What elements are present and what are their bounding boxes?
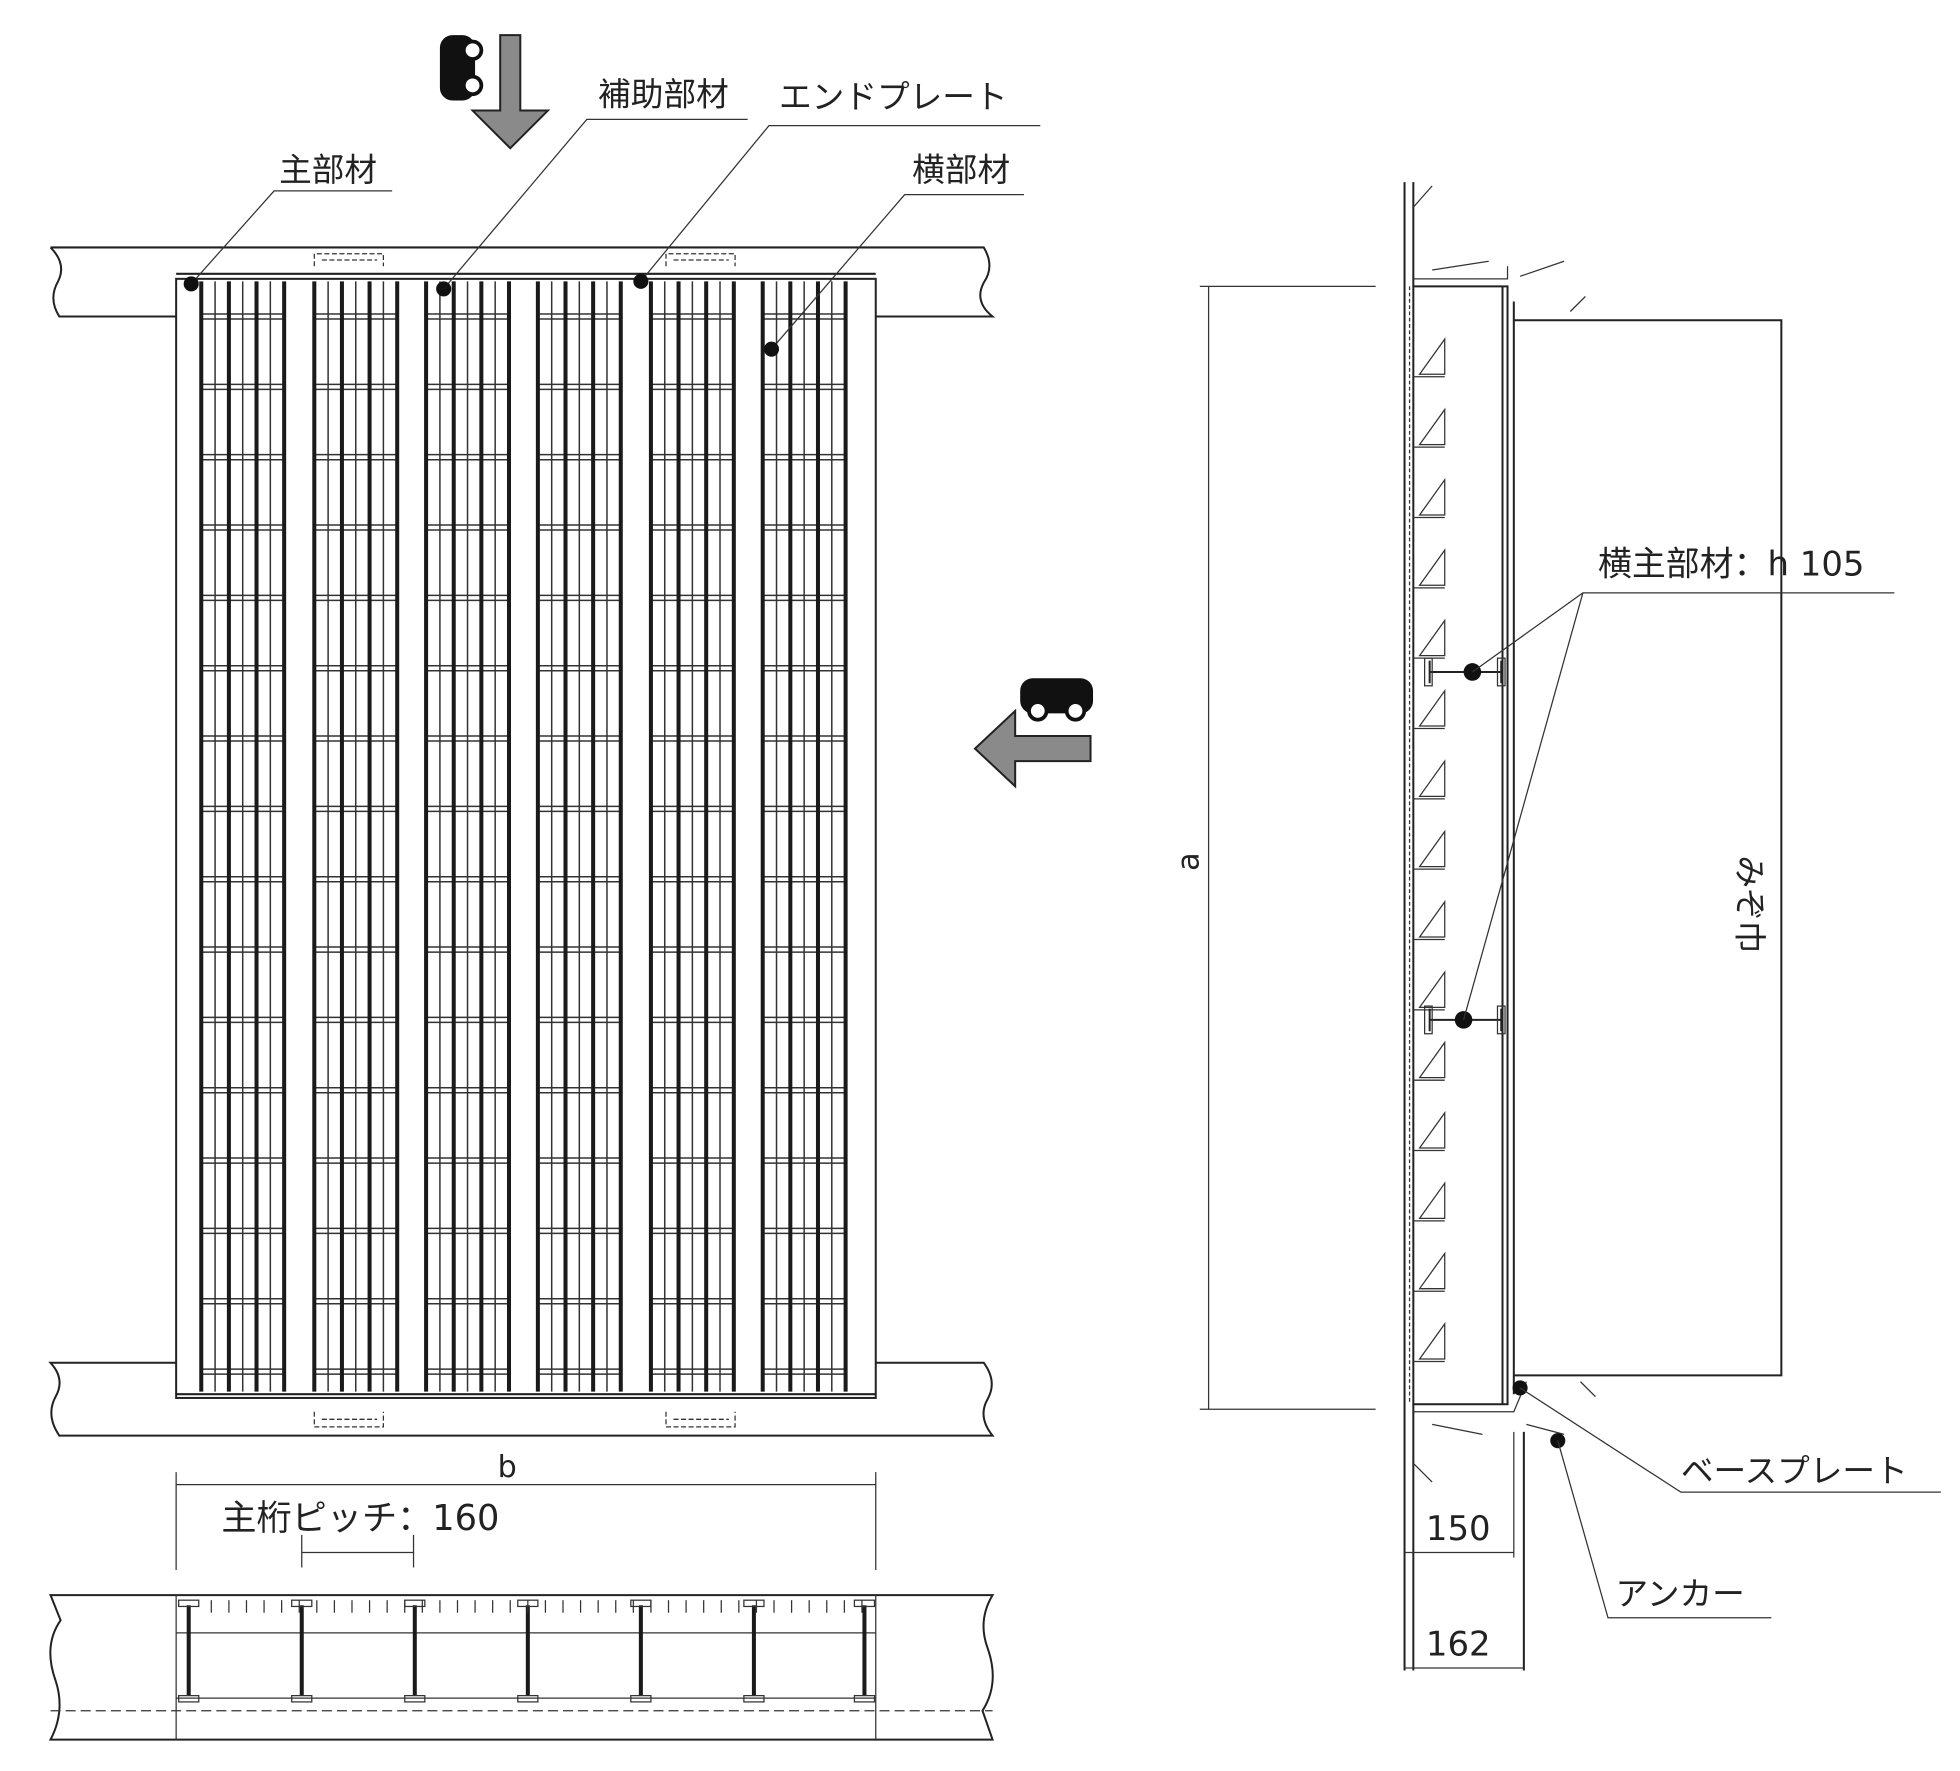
grating-bars — [199, 281, 848, 1392]
label-anchor: アンカー — [1616, 1575, 1745, 1613]
cross-member-fin — [1413, 759, 1446, 800]
girder-flange — [743, 1599, 765, 1608]
girder-flange — [630, 1695, 652, 1703]
label-dim-a: a — [1172, 852, 1207, 870]
girder-flange — [291, 1599, 313, 1608]
side-section-view — [1199, 182, 1941, 1671]
girder-flange — [291, 1695, 313, 1703]
leader-lines — [183, 118, 1041, 357]
end-plate-marker — [633, 273, 649, 289]
label-main-girder-pitch: 主桁ピッチ：160 — [221, 1498, 499, 1539]
car-with-left-arrow-icon — [973, 678, 1094, 789]
cross-member-fin — [1413, 829, 1446, 870]
i-beam-lower — [1424, 1005, 1506, 1035]
cross-member-marker — [763, 341, 780, 357]
girder-flange — [853, 1599, 876, 1608]
label-dim-150: 150 — [1426, 1509, 1491, 1548]
label-end-plate: エンドプレート — [779, 78, 1007, 116]
cross-member-fin — [1413, 548, 1446, 589]
girder-flange — [404, 1695, 426, 1703]
girder-flange — [178, 1695, 200, 1703]
car-with-down-arrow-icon — [439, 34, 551, 150]
cross-member-fin — [1413, 899, 1446, 941]
cross-member-fin — [1413, 688, 1446, 730]
grating-frame — [175, 277, 877, 1399]
dimension-b — [175, 1472, 877, 1571]
label-groove-width: みぞ巾 — [1731, 855, 1769, 953]
girder-flange — [853, 1695, 876, 1703]
label-base-plate: ベースプレート — [1681, 1452, 1908, 1490]
cross-member-fin — [1413, 477, 1446, 519]
girder-flange — [517, 1695, 539, 1703]
label-main-member: 主部材 — [279, 151, 377, 189]
bottom-rail — [48, 1361, 995, 1437]
cross-member-fin — [1413, 1040, 1446, 1081]
cross-member-fin — [1413, 970, 1446, 1011]
cross-member-fin — [1413, 1181, 1446, 1222]
cross-member-fin — [1413, 1251, 1446, 1292]
cross-member-fin — [1413, 337, 1446, 378]
cross-member-fin — [1413, 407, 1446, 448]
cross-member-fin — [1413, 1321, 1446, 1363]
cross-section-view — [48, 1594, 995, 1741]
label-auxiliary-member: 補助部材 — [598, 76, 729, 114]
label-transverse-main-member: 横主部材：h 105 — [1598, 544, 1865, 583]
label-dim-b: b — [498, 1450, 517, 1485]
label-cross-member: 横部材 — [912, 151, 1010, 189]
top-rail — [49, 246, 996, 318]
main-member-marker — [183, 276, 199, 292]
cross-member-fin — [1413, 618, 1446, 659]
auxiliary-member-marker — [436, 281, 452, 297]
label-dim-162: 162 — [1426, 1624, 1491, 1663]
girder-flange — [743, 1695, 765, 1703]
girder-flange — [178, 1599, 200, 1608]
cross-member-fin — [1413, 1110, 1446, 1152]
